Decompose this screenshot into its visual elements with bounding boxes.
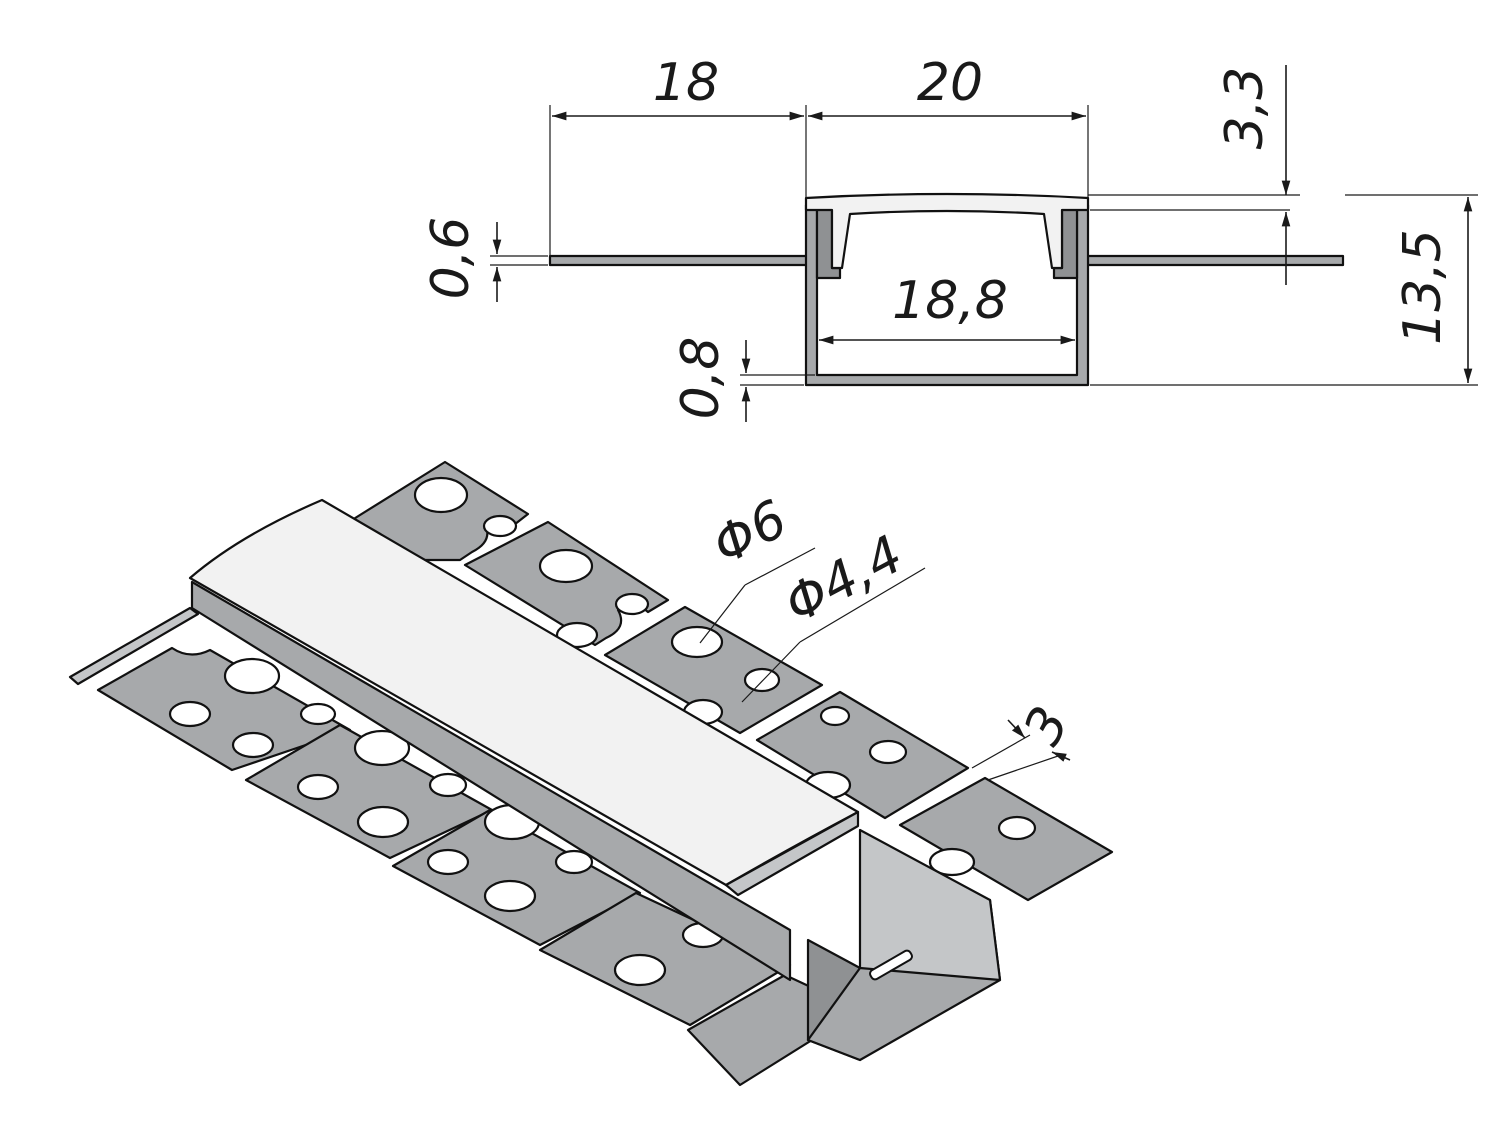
- cross-section: 18 20 3,3 13,5 0,6 18,8 0,8: [421, 53, 1478, 422]
- channel-side: [190, 580, 792, 982]
- mounting-slot: [869, 949, 913, 981]
- back-tab-5: [898, 776, 1114, 902]
- dim-hole-large: Φ6: [703, 489, 797, 577]
- dim-channel-width: 20: [917, 53, 983, 113]
- front-tab-2: [244, 723, 494, 860]
- front-tab-1: [96, 646, 352, 772]
- channel-end-right: [858, 828, 1002, 982]
- right-flange: [1083, 254, 1345, 267]
- dim-bridge-width: 3: [1013, 697, 1082, 754]
- dim-base-thickness: 0,8: [671, 337, 731, 420]
- left-rail: [68, 606, 200, 686]
- dim-cover-height: 3,3: [1215, 67, 1275, 150]
- iso-cover-edge: [724, 810, 860, 897]
- isometric-view: Φ6 Φ4,4 3: [68, 460, 1114, 1087]
- dim-inner-width: 18,8: [892, 271, 1008, 331]
- dim-flange-width: 18: [653, 53, 719, 113]
- dim-total-height: 13,5: [1393, 229, 1453, 345]
- diffuser-cover: [804, 192, 1090, 270]
- back-tab-1: [350, 460, 530, 562]
- back-tab-4: [755, 690, 970, 820]
- back-tab-2: [463, 520, 670, 649]
- left-flange: [548, 254, 810, 267]
- dim-flange-thickness: 0,6: [421, 217, 481, 300]
- back-tab-3: [603, 605, 824, 735]
